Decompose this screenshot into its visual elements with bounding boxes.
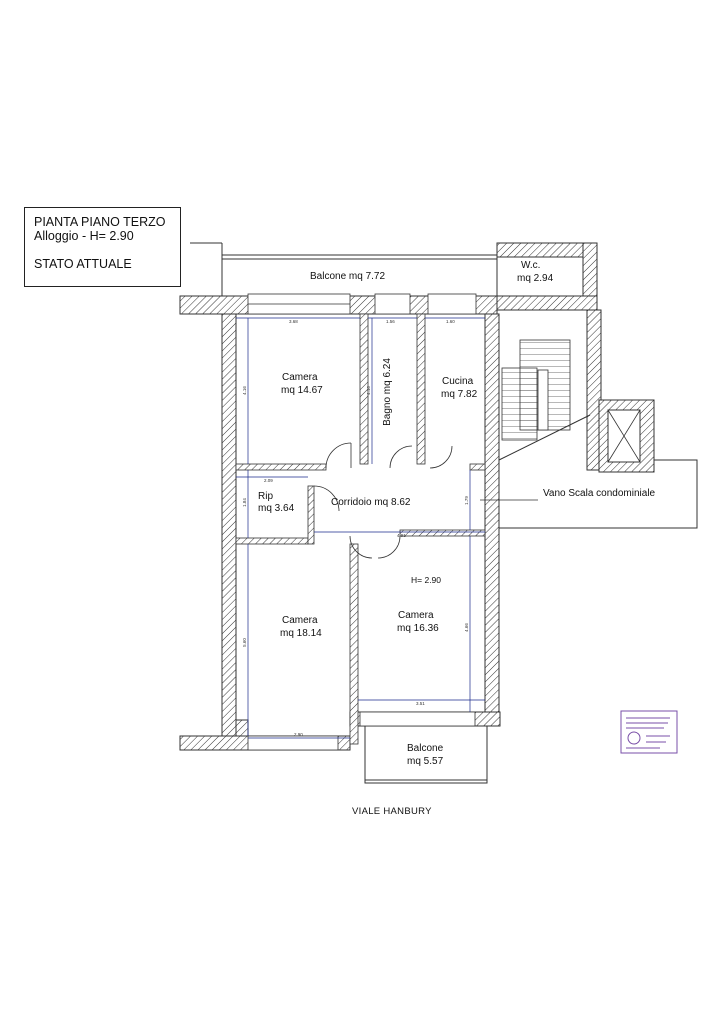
room-label-camera-3-area: mq 16.36 (397, 623, 439, 634)
room-label-corridoio: Corridoio mq 8.62 (331, 497, 411, 508)
room-label-camera-1-area: mq 14.67 (281, 385, 323, 396)
dimension-label: 1.60 (446, 319, 455, 324)
room-label-camera-2-name: Camera (282, 615, 318, 626)
room-label-cucina-name: Cucina (442, 376, 474, 387)
dimension-label: 5.60 (241, 638, 247, 647)
door-swings (313, 442, 453, 559)
dimension-label: 4.66 (463, 623, 469, 632)
dimension-label: 4.16 (241, 386, 247, 395)
room-label-bagno: Bagno mq 6.24 (381, 358, 393, 426)
title-line-1: PIANTA PIANO TERZO (34, 215, 166, 229)
dimension-label: 2.09 (264, 478, 273, 483)
dimension-label: 3.68 (289, 319, 298, 324)
room-label-wc-name: W.c. (521, 260, 541, 271)
windows (247, 293, 477, 751)
room-label-rip-name: Rip (258, 491, 274, 502)
room-label-camera-2-area: mq 18.14 (280, 628, 322, 639)
balcony-bottom (364, 726, 488, 784)
official-stamp (620, 710, 678, 754)
room-label-balcone-top: Balcone mq 7.72 (310, 271, 386, 282)
dimension-label: 4.91 (397, 533, 406, 538)
street-name: VIALE HANBURY (352, 806, 432, 817)
room-label-balcone-bottom-name: Balcone (407, 743, 444, 754)
dimension-label: 2.90 (294, 732, 303, 737)
room-label-rip-area: mq 3.64 (258, 503, 295, 514)
dimension-label: 4.16 (365, 386, 371, 395)
dimension-label: 1.79 (463, 496, 469, 505)
balcony-top (190, 242, 498, 296)
title-line-3: STATO ATTUALE (34, 257, 132, 271)
dimension-label: 1.84 (241, 498, 247, 507)
dimension-label: 1.56 (386, 319, 395, 324)
room-label-balcone-bottom-area: mq 5.57 (407, 756, 444, 767)
height-note: H= 2.90 (411, 575, 442, 585)
room-label-vano-scala: Vano Scala condominiale (543, 488, 656, 499)
dimension-label: 3.51 (416, 701, 425, 706)
title-line-2: Alloggio - H= 2.90 (34, 229, 134, 243)
dimension-lines (236, 317, 485, 739)
title-block: PIANTA PIANO TERZO Alloggio - H= 2.90 ST… (24, 207, 181, 287)
room-label-camera-3-name: Camera (398, 610, 434, 621)
interior-walls (235, 313, 486, 745)
stairwell (498, 339, 698, 529)
room-label-wc-area: mq 2.94 (517, 273, 554, 284)
room-label-camera-1-name: Camera (282, 372, 318, 383)
room-label-cucina-area: mq 7.82 (441, 389, 478, 400)
